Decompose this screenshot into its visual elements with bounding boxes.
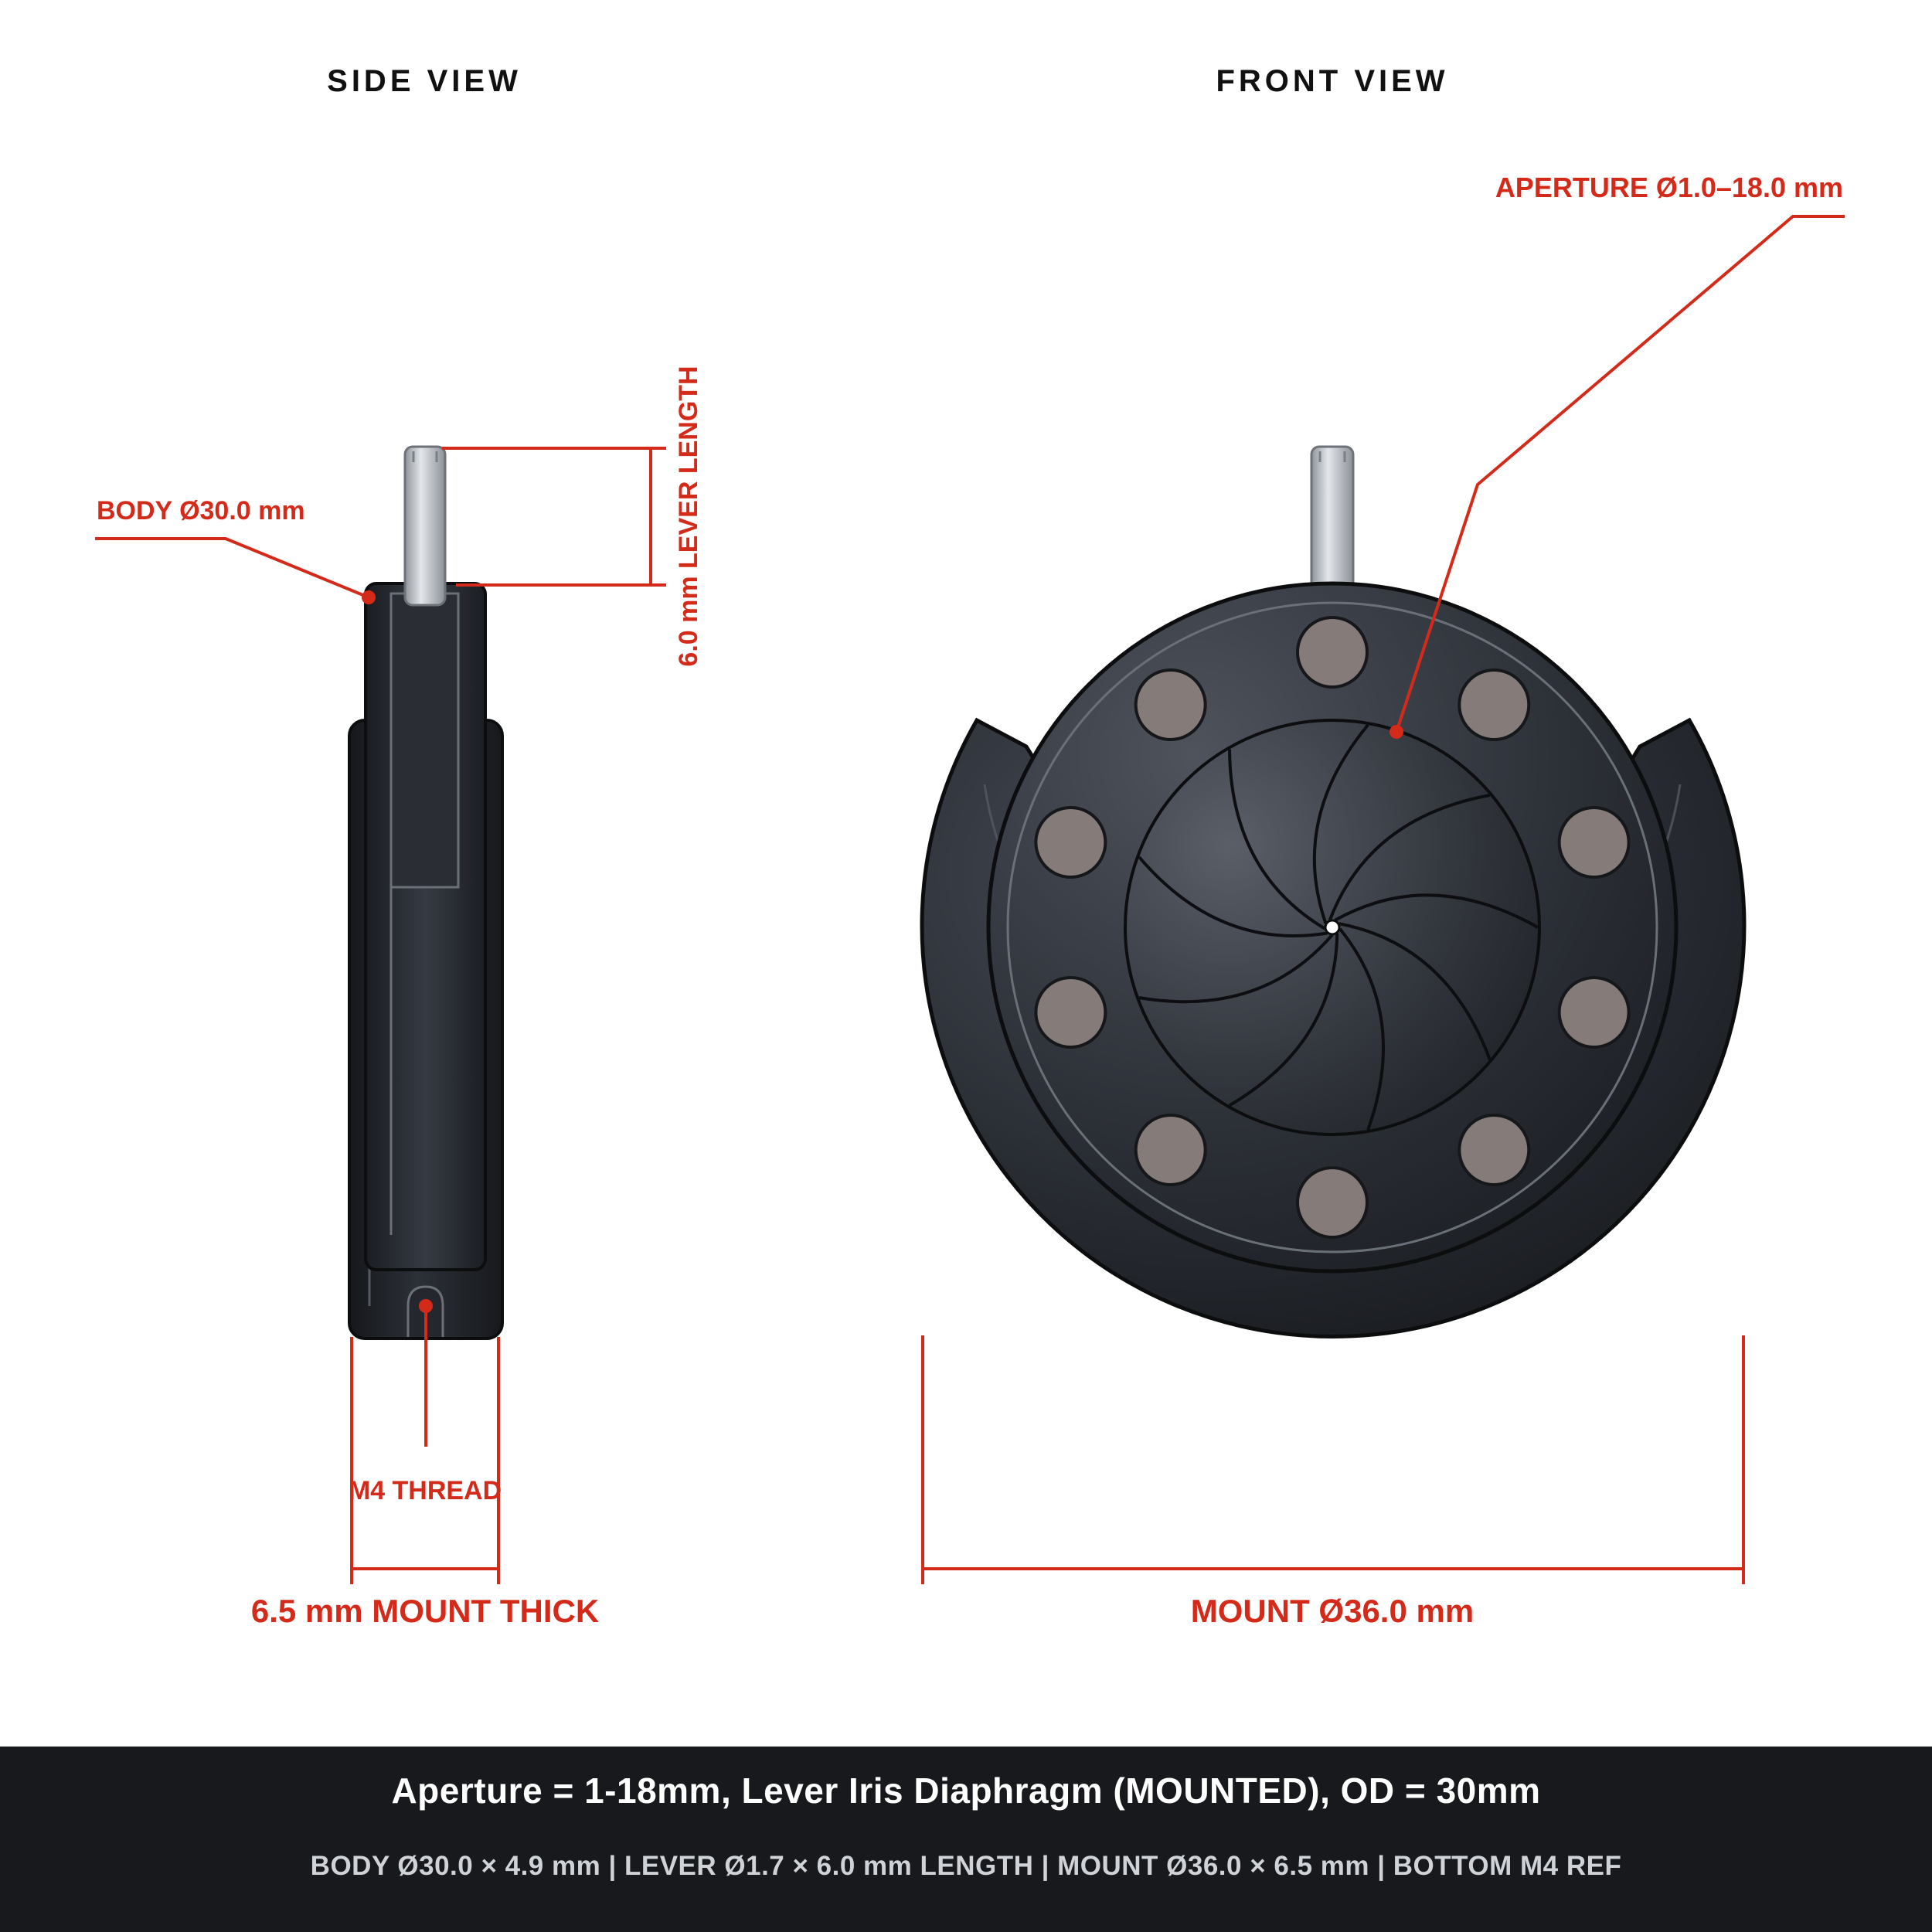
mount-screw	[1557, 806, 1631, 879]
side-lever-slot	[389, 592, 460, 889]
iris-blade-edge	[1328, 794, 1491, 921]
front-view-part	[920, 445, 1747, 1339]
iris-blade-edge	[1338, 927, 1385, 1131]
mount-thick-label: 6.5 mm MOUNT THICK	[251, 1593, 599, 1629]
mount-diameter-label: MOUNT Ø36.0 mm	[1191, 1593, 1474, 1629]
footer-bar	[0, 1747, 1932, 1932]
thread-label: M4 THREAD	[349, 1476, 502, 1505]
mount-screw	[1296, 1166, 1369, 1239]
side-lever-pin	[403, 445, 447, 607]
front-view-title: FRONT VIEW	[1216, 64, 1448, 98]
body-leader	[95, 537, 376, 604]
iris-blade-edge	[1312, 723, 1369, 924]
mount-screw	[1034, 806, 1107, 879]
footer-title: Aperture = 1-18mm, Lever Iris Diaphragm …	[391, 1770, 1541, 1811]
iris-blades	[1138, 723, 1539, 1131]
mount-screw	[1134, 1114, 1207, 1186]
body-label: BODY Ø30.0 mm	[97, 496, 305, 526]
side-view-part	[348, 445, 504, 1340]
thread-leader	[419, 1299, 433, 1447]
front-lever-pin	[1310, 445, 1355, 595]
aperture-leader	[1389, 215, 1845, 739]
iris-blade-edge	[1138, 934, 1334, 1004]
mount-thick-dimension	[350, 1337, 500, 1584]
aperture-label: APERTURE Ø1.0–18.0 mm	[1495, 172, 1843, 203]
mount-screw	[1134, 668, 1207, 741]
lever-length-label: 6.0 mm LEVER LENGTH	[674, 366, 703, 666]
iris-blade-edge	[1228, 749, 1326, 930]
mount-screw	[1557, 976, 1631, 1049]
mount-screw	[1458, 1114, 1531, 1186]
iris-blade-edge	[1138, 855, 1328, 937]
screw-ring	[1034, 616, 1631, 1239]
footer-specs: BODY Ø30.0 × 4.9 mm | LEVER Ø1.7 × 6.0 m…	[310, 1851, 1622, 1881]
iris-blade-edge	[1334, 893, 1539, 929]
front-iris-opening	[1324, 919, 1341, 936]
mount-diameter-dimension	[921, 1335, 1745, 1584]
mount-screw	[1296, 616, 1369, 689]
lever-length-dimension	[442, 447, 666, 587]
iris-blade-edge	[1338, 922, 1492, 1060]
mount-screw	[1034, 976, 1107, 1049]
side-view-title: SIDE VIEW	[327, 64, 522, 98]
iris-blade-edge	[1228, 933, 1339, 1107]
mount-screw	[1458, 668, 1531, 741]
